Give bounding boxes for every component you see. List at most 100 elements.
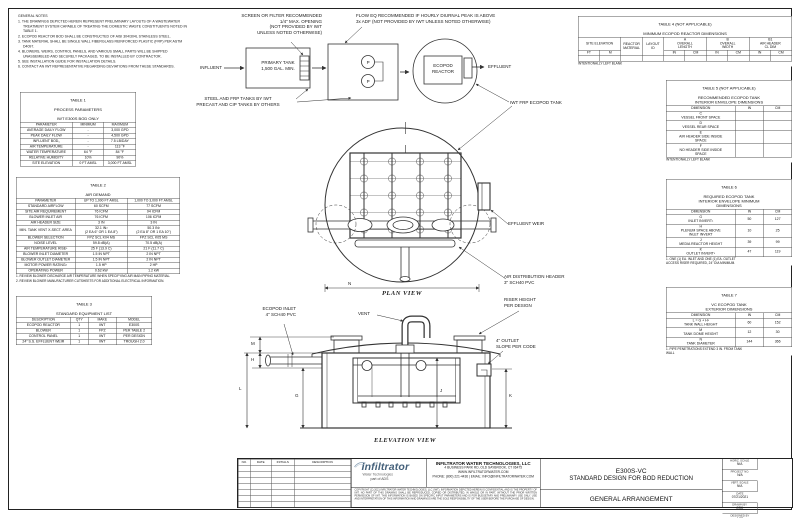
- drawing-title-block: E300S-VC STANDARD DESIGN FOR BOD REDUCTI…: [540, 459, 723, 507]
- table-cell: 24" S.S. EFFLUENT WEIR: [15, 338, 71, 345]
- media-frame: [352, 357, 461, 404]
- elevation-tank-wall: [321, 352, 491, 429]
- table-title: TABLE 7: [721, 293, 737, 298]
- flow-schematic: [224, 26, 513, 151]
- table-cell: M TANK DOME HEIGHT: [665, 327, 736, 338]
- table-cell: BLOWER INLET DIAMETER: [16, 251, 76, 258]
- dim-l: L: [239, 386, 242, 391]
- table-cell: [735, 143, 764, 158]
- table-cell: E300S: [116, 322, 153, 329]
- table-cell: 2 IN NPT: [127, 257, 180, 264]
- general-note: 3. TANK MATERIAL SHALL BE SINGLE WALL FI…: [18, 40, 183, 49]
- table-cell: E AIR HEADER SIDE INSIDE SPACE: [665, 129, 736, 145]
- table-5-interior-envelope: TABLE 5 (NOT APPLICABLE) RECOMMENDED ECO…: [665, 80, 793, 163]
- table-cell: 1: [70, 322, 89, 329]
- table-cell: 30: [763, 327, 793, 338]
- table-title: AIR DEMAND: [85, 192, 111, 197]
- table-row: E AIR HEADER SIDE INSIDE SPACE: [665, 129, 793, 145]
- table-cell: 0.62 kW: [74, 268, 128, 275]
- pump-label: P: [366, 78, 370, 84]
- table-cell: 39: [735, 237, 764, 248]
- ecopod-reactor-label: ECOPOD REACTOR: [432, 63, 454, 74]
- pump-label: P: [366, 59, 370, 65]
- table-footnote: 1. ONE (1) EA. INLET AND ONE (1) EA. OUT…: [666, 257, 736, 265]
- plan-view-title: PLAN VIEW: [381, 290, 423, 297]
- table-cell: AIR TEMPERATURE RISE¹: [16, 245, 76, 252]
- table-cell: 1: [70, 327, 89, 334]
- table-cell: [763, 129, 793, 145]
- copyright-notice: COPYRIGHT (C) 2021 INFILTRATOR WATER TEC…: [354, 488, 537, 501]
- vent-label: VENT: [358, 311, 371, 316]
- col-header: B OVERALL WIDTH: [706, 36, 750, 51]
- dim-n: N: [348, 281, 352, 286]
- elevation-view-graphics: [244, 310, 520, 429]
- table-cell: D VESSEL REAR SPACE: [665, 120, 736, 131]
- access-riser: [330, 335, 363, 341]
- table-3-standard-equipment: TABLE 3 STANDARD EQUIPMENT LIST DESCRIPT…: [15, 296, 153, 345]
- table-row: F NO HEADER SIDE INSIDE SPACE: [665, 143, 793, 158]
- table-cell: J MEDIA REACTOR HEIGHT: [665, 237, 736, 248]
- table-cell: 152: [763, 317, 793, 328]
- title-block-fields: HORIZ. SCALE N/A PROJECT NO. N/A VERT. S…: [722, 459, 792, 518]
- dim-j: J: [440, 388, 443, 393]
- primary-tank-box: [245, 47, 311, 89]
- table-title: TABLE 3: [76, 302, 92, 307]
- general-note: 6. CONTACT AN IWT REPRESENTATIVE REGARDI…: [18, 65, 175, 69]
- infiltrator-logo: Infiltrator Water Technologies part of A…: [352, 459, 427, 487]
- table-cell: C VESSEL FRONT SPACE: [665, 110, 736, 121]
- company-block: Infiltrator Water Technologies part of A…: [351, 459, 541, 507]
- table-cell: SITE AIR REQUIREMENT: [16, 208, 76, 215]
- logo-tagline: Water Technologies: [362, 473, 394, 477]
- table-cell: 32.1 IN² (2 EA 6" OR 1 EA 8"): [74, 225, 128, 236]
- table-cell: [735, 110, 764, 121]
- table-cell: H PLENUM SPACE ABOVE INLET INVERT: [665, 224, 736, 239]
- rev-row: [238, 501, 351, 508]
- table-cell: 60: [735, 317, 764, 328]
- flow-eq-note: FLOW EQ RECOMMENDED IF HOURLY DIURNAL PE…: [356, 13, 496, 24]
- table-title: TABLE 6: [721, 185, 737, 190]
- elevation-view-title: ELEVATION VIEW: [374, 437, 436, 444]
- table-title: REQUIRED ECOPOD TANK INTERIOR ENVELOPE M…: [698, 194, 760, 208]
- table-footnote: 1. REVIEW BLOWER DISCHARGE AIR TEMPERATU…: [16, 274, 171, 279]
- table-cell: 366: [763, 336, 793, 348]
- table-2-air-demand: TABLE 2 AIR DEMAND PARAMETER UP TO 1,000…: [16, 177, 180, 284]
- table-cell: [735, 129, 764, 145]
- frp-ecopod-tank-note: IWT FRP ECOPOD TANK: [510, 100, 562, 105]
- table-cell: SITE ELEVATION: [20, 160, 73, 167]
- field-drawn-by: DRAWN BY CSK: [722, 503, 758, 514]
- company-info: INFILTRATOR WATER TECHNOLOGIES, LLC 4 BU…: [427, 459, 540, 487]
- drawing-subtitle: GENERAL ARRANGEMENT: [589, 494, 673, 503]
- table-cell: 144: [735, 336, 764, 348]
- table-cell: MIN. TANK VENT X-SECT. AREA: [16, 225, 76, 236]
- company-address: 4 BUSINESS PARK RD, OLD SAYBROOK, CT 064…: [444, 466, 523, 470]
- col-header: LAYOUT ID: [642, 36, 664, 57]
- plan-air-header: [354, 239, 456, 248]
- col-header: SITE ELEVATION: [577, 36, 622, 51]
- general-note: 2. ECOPOD REACTOR BOD SHALL BE CONSTRUCT…: [18, 34, 171, 39]
- table-cell: 127: [763, 214, 793, 225]
- air-header-note: AIR DISTRIBUTION HEADER 3" SCH40 PVC: [504, 274, 565, 285]
- field-vert-scale: VERT. SCALE N/A: [722, 481, 758, 492]
- effluent-label: EFFLUENT: [488, 64, 512, 69]
- table-row: C VESSEL FRONT SPACE: [665, 110, 793, 121]
- table-6-required-envelope: TABLE 6 REQUIRED ECOPOD TANK INTERIOR EN…: [665, 178, 793, 266]
- table-footnote: 2. REVIEW BLOWER MANUFACTURER CUTSHEETS …: [16, 279, 165, 283]
- riser-height-note: RISER HEIGHT PER DESIGN: [504, 297, 537, 308]
- company-phone: PHONE: (800) 221-4436 | EMAIL: INFO@INFI…: [432, 474, 534, 479]
- plan-view-graphics: [307, 122, 509, 292]
- general-note: 5. SEE INSTALLATION GUIDE FOR INSTALLATI…: [18, 59, 117, 64]
- table-cell: OPERATING POWER: [16, 268, 76, 275]
- table-cell: AVERAGE DAILY FLOW: [20, 127, 73, 134]
